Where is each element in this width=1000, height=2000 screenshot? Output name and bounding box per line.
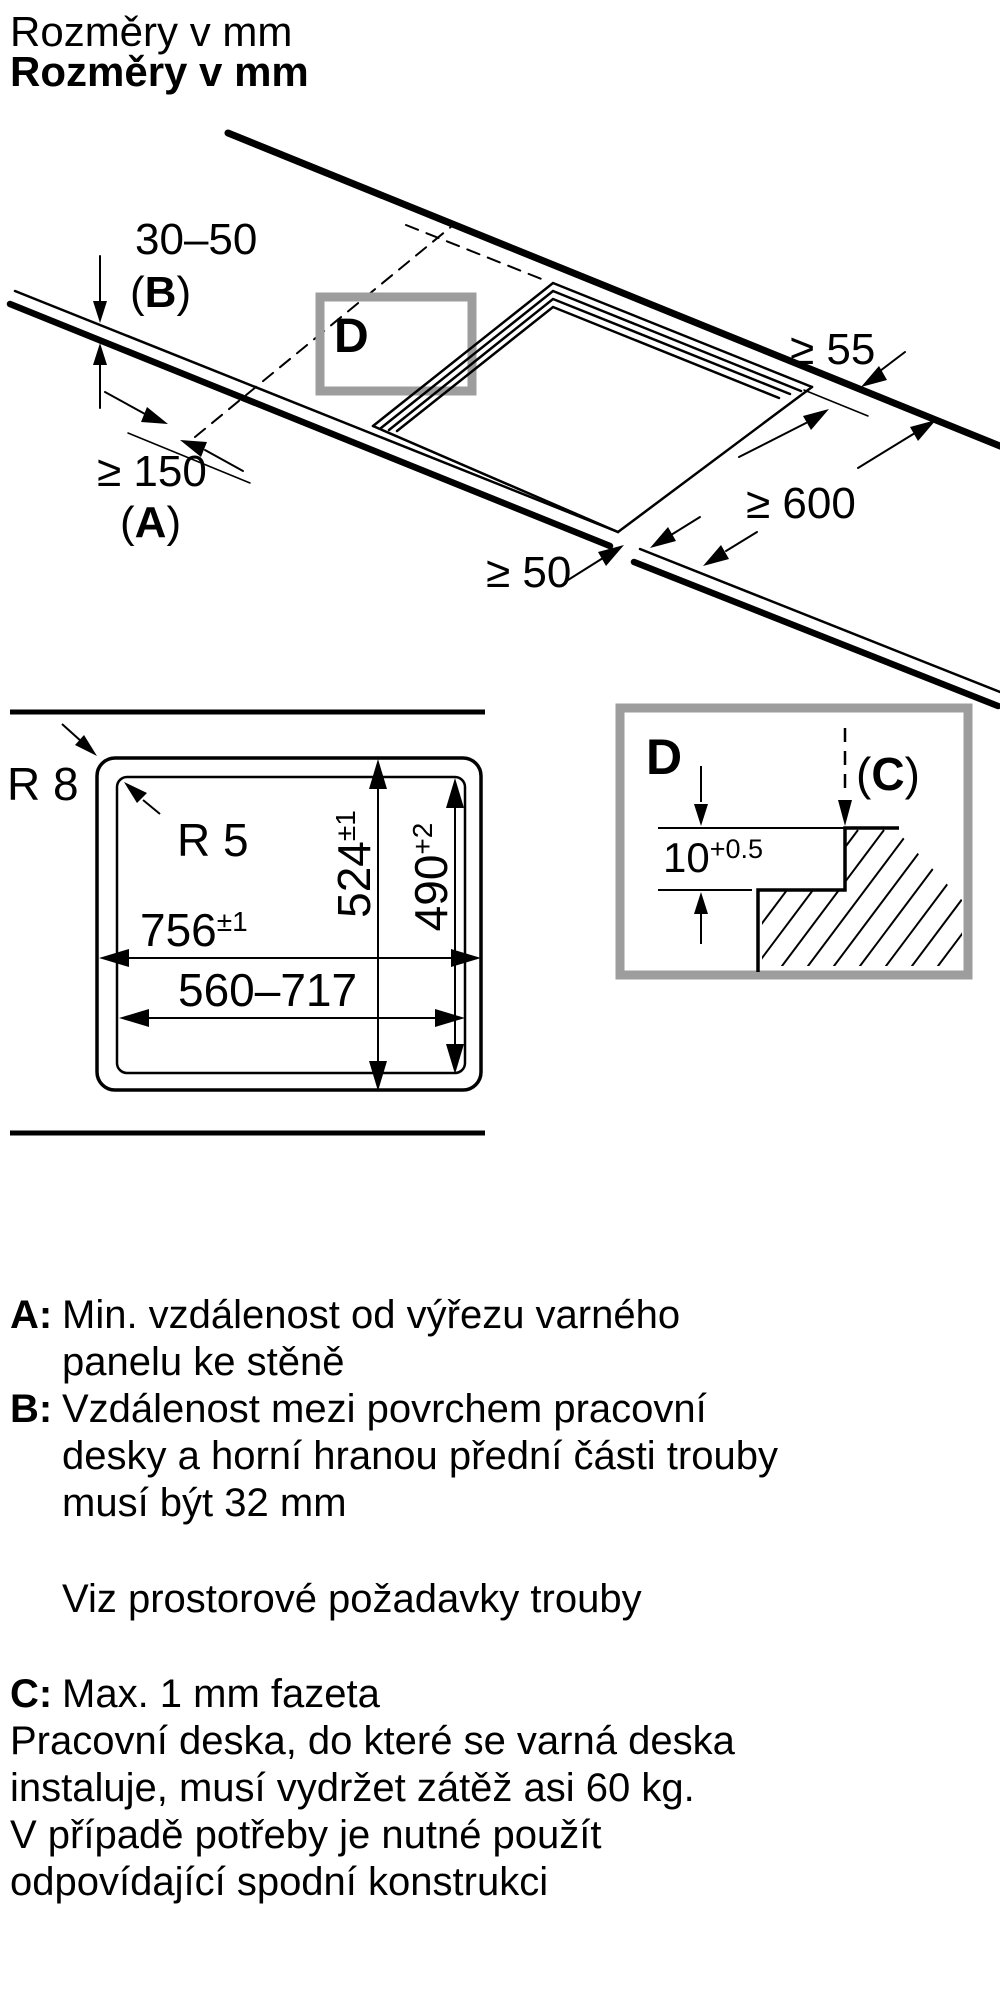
ref-c-arrow-head [838,800,852,826]
dim-back-label: ≥ 55 [790,325,875,374]
note-line: musí být 32 mm [62,1481,347,1525]
detail-marker-label: D [646,729,682,785]
ref-b-label: (B) [130,268,191,317]
dim-hob-width-label: 756±1 [140,904,248,956]
dim-hob-depth-label: 524±1 [328,810,380,918]
dim-thickness-label: 30–50 [135,215,257,264]
note-line: panelu ke stěně [62,1340,345,1384]
page-title-bold: Rozměry v mm [10,48,309,95]
ref-c-label: (C) [856,748,920,800]
note-worktop-load: Pracovní deska, do které se varná deska … [10,1718,735,1906]
dim-cutout-width-label: 560–717 [178,964,357,1016]
cutout-outline-rect [115,775,467,1075]
radius-inner-label: R 5 [177,814,249,866]
worktop-front-edge-right-thick [630,558,1000,710]
dim-thickness-arrows [93,255,107,409]
detail-d-marker-label: D [334,310,369,363]
ref-a-label: (A) [120,498,181,547]
cutout-step-edges [371,281,814,433]
note-line: Pracovní deska, do které se varná deska [10,1719,735,1763]
radius-outer-arrow-shaft [61,723,83,743]
dim-hob-depth: 524±1 [328,759,387,1091]
hob-outline-rect [95,756,483,1092]
page-title: Rozměry v mm [10,8,293,55]
cutout-front-right-edge [616,385,814,534]
dim-depth-label: ≥ 600 [746,479,856,528]
note-oven-reference: Viz prostorové požadavky trouby [10,1576,642,1623]
note-b: B:Vzdálenost mezi povrchem pracovní desk… [10,1386,778,1527]
dim-cutout-depth-label: 490+2 [405,823,457,932]
note-line: desky a horní hranou přední části trouby [62,1434,778,1478]
dim-cutout-depth: 490+2 [405,778,464,1074]
note-key-b: B: [10,1387,53,1431]
front-edge-extension-line [127,432,251,484]
note-key-a: A: [10,1293,53,1337]
wall-edge-line [224,129,1000,450]
detail-d-marker-frame [315,292,477,396]
note-key-c: C: [10,1672,53,1716]
dim-side-arrows [104,391,244,472]
dim-step-arrows [694,766,708,944]
note-line: B:Vzdálenost mezi povrchem pracovní [10,1387,707,1431]
detail-d-diagram: 10+0.5 (C) D [615,703,973,980]
dim-depth-arrows [650,420,936,548]
dim-front-arrows [567,531,758,581]
worktop-front-edge-right-thin [638,547,1000,694]
note-line: C:Max. 1 mm fazeta [10,1672,380,1716]
dim-front-label: ≥ 50 [486,548,571,597]
note-line: V případě potřeby je nutné použít [10,1813,602,1857]
dim-hob-width: 756±1 [99,904,481,967]
note-line: instaluje, musí vydržet zátěž asi 60 kg. [10,1766,695,1810]
dim-cutout-width: 560–717 [119,964,465,1027]
iso-diagram: 30–50 (B) ≥ 150 (A) ≥ 55 ≥ 600 ≥ 50 D [6,129,1000,710]
note-line: A:Min. vzdálenost od výřezu varného [10,1293,681,1337]
worktop-front-edge-thick [6,300,614,550]
radius-outer-arrow-head [75,735,97,756]
dim-side-label: ≥ 150 [97,447,207,496]
dim-back-arrows [738,351,906,458]
note-line: odpovídající spodní konstrukci [10,1860,549,1904]
cutout-extension-dashed-line [405,224,550,283]
note-a: A:Min. vzdálenost od výřezu varného pane… [10,1292,680,1386]
radius-outer-label: R 8 [7,758,79,810]
detail-frame [615,703,973,980]
radius-inner-arrow-head [124,782,147,803]
worktop-front-edge-thin [13,289,620,534]
note-line: Viz prostorové požadavky trouby [62,1577,642,1621]
step-profile-outline [756,826,899,972]
note-c: C:Max. 1 mm fazeta [10,1671,380,1718]
cutout-front-left-edge [371,424,620,534]
dim-step-label: 10+0.5 [663,834,763,881]
plan-diagram: R 8 R 5 524±1 490+2 756±1 [7,709,485,1136]
radius-inner-arrow-shaft [142,799,161,815]
